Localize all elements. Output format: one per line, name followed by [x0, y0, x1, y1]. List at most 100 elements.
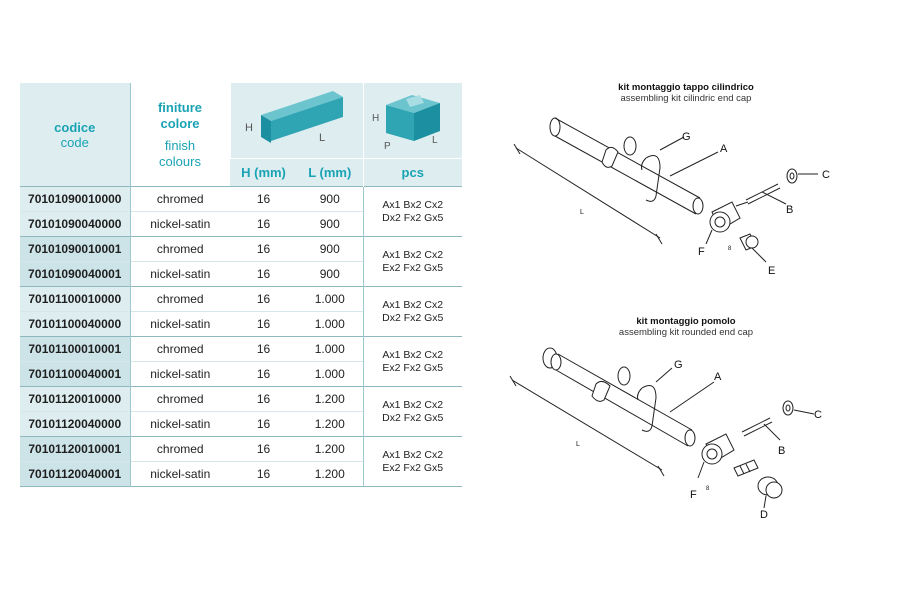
- row-l: 1.200: [297, 461, 363, 487]
- table-row: 70101100010000 chromed 16 1.000 Ax1 Bx2 …: [20, 286, 462, 337]
- row-l: 1.000: [297, 286, 363, 312]
- row-finish: nickel-satin: [129, 411, 230, 437]
- h-unit-header: H (mm): [230, 158, 297, 187]
- row-l: 900: [297, 261, 363, 287]
- row-code: 70101120040001: [20, 461, 130, 487]
- row-l: 900: [297, 236, 363, 262]
- kit2-label-8: 8: [706, 486, 710, 492]
- kit2-label-l: L: [576, 441, 580, 448]
- row-finish: chromed: [129, 236, 230, 262]
- table-row: 70101120010001 chromed 16 1.200 Ax1 Bx2 …: [20, 436, 462, 487]
- row-h: 16: [230, 261, 297, 287]
- finish-header: finiture colore finish colours: [129, 83, 230, 187]
- row-l: 1.200: [297, 386, 363, 412]
- table-row: 70101090040001 nickel-satin 16 900: [20, 261, 462, 287]
- kit1-diagram: G A C B F E L 8: [513, 117, 830, 277]
- row-l: 1.200: [297, 436, 363, 462]
- row-h: 16: [230, 461, 297, 487]
- img2-p-label: P: [384, 141, 391, 152]
- finish-header-en: finish colours: [159, 137, 201, 169]
- table-row: 70101120040001 nickel-satin 16 1.200: [20, 461, 462, 487]
- profile-illustration: H L: [229, 83, 363, 159]
- row-finish: nickel-satin: [129, 361, 230, 387]
- table-row: 70101100040000 nickel-satin 16 1.000: [20, 311, 462, 337]
- row-l: 1.000: [297, 311, 363, 337]
- kit2-label-a: A: [714, 371, 722, 383]
- kit1-title-it: kit montaggio tappo cilindrico: [618, 82, 754, 93]
- row-code: 70101120010000: [20, 386, 130, 412]
- table-row: 70101090040000 nickel-satin 16 900: [20, 211, 462, 237]
- table-row: 70101120040000 nickel-satin 16 1.200: [20, 411, 462, 437]
- kit2-label-g: G: [674, 359, 683, 371]
- kit1-label-e: E: [768, 265, 775, 277]
- box-icon: H P L: [372, 95, 440, 152]
- kit1-title-en: assembling kit cilindric end cap: [620, 93, 752, 104]
- table-row: 70101100010001 chromed 16 1.000 Ax1 Bx2 …: [20, 336, 462, 387]
- row-finish: chromed: [129, 336, 230, 362]
- row-code: 70101090040000: [20, 211, 130, 237]
- kit2-label-d: D: [760, 509, 768, 521]
- pcs-header: pcs: [362, 158, 462, 187]
- row-code: 70101100010001: [20, 336, 130, 362]
- row-finish: nickel-satin: [129, 311, 230, 337]
- row-l: 1.200: [297, 411, 363, 437]
- kit2-title-en: assembling kit rounded end cap: [618, 327, 754, 338]
- row-h: 16: [230, 311, 297, 337]
- row-finish: nickel-satin: [129, 461, 230, 487]
- kit1-label-c: C: [822, 169, 830, 181]
- code-header: codice code: [20, 83, 130, 187]
- row-code: 70101090040001: [20, 261, 130, 287]
- kit1-label-8: 8: [728, 246, 732, 252]
- finish-header-it: finiture colore: [157, 99, 203, 131]
- row-h: 16: [230, 236, 297, 262]
- row-finish: chromed: [129, 386, 230, 412]
- row-h: 16: [230, 286, 297, 312]
- product-table: codice code finiture colore finish colou…: [20, 83, 462, 487]
- row-h: 16: [230, 411, 297, 437]
- row-h: 16: [230, 211, 297, 237]
- row-code: 70101100040000: [20, 311, 130, 337]
- kit2-label-c: C: [814, 409, 822, 421]
- row-l: 900: [297, 211, 363, 237]
- row-h: 16: [230, 186, 297, 212]
- code-header-it: codice: [54, 119, 96, 135]
- kit1-title: kit montaggio tappo cilindrico assemblin…: [556, 82, 816, 104]
- kit2-label-f: F: [690, 489, 697, 501]
- img1-h-label: H: [245, 122, 253, 134]
- img2-h-label: H: [372, 113, 379, 124]
- kit1-label-f: F: [698, 246, 705, 258]
- kit2-title-it: kit montaggio pomolo: [636, 316, 736, 327]
- row-finish: chromed: [129, 436, 230, 462]
- profile-icon: H L: [245, 91, 343, 144]
- row-finish: chromed: [129, 186, 230, 212]
- row-l: 1.000: [297, 336, 363, 362]
- l-unit-header: L (mm): [297, 158, 363, 187]
- img1-l-label: L: [319, 132, 325, 144]
- row-code: 70101090010001: [20, 236, 130, 262]
- kit2-title: kit montaggio pomolo assembling kit roun…: [556, 316, 816, 338]
- row-finish: nickel-satin: [129, 211, 230, 237]
- row-finish: chromed: [129, 286, 230, 312]
- table-row: 70101100040001 nickel-satin 16 1.000: [20, 361, 462, 387]
- kit1-label-a: A: [720, 143, 728, 155]
- kit1-label-b: B: [786, 204, 793, 216]
- img2-l-label: L: [432, 135, 438, 146]
- row-code: 70101120040000: [20, 411, 130, 437]
- box-illustration: H P L: [362, 83, 462, 159]
- row-h: 16: [230, 436, 297, 462]
- kit1-label-l: L: [580, 209, 584, 216]
- row-code: 70101090010000: [20, 186, 130, 212]
- row-code: 70101100010000: [20, 286, 130, 312]
- row-h: 16: [230, 336, 297, 362]
- row-code: 70101120010001: [20, 436, 130, 462]
- kit1-label-g: G: [682, 131, 691, 143]
- kit2-label-b: B: [778, 445, 785, 457]
- row-code: 70101100040001: [20, 361, 130, 387]
- table-row: 70101120010000 chromed 16 1.200 Ax1 Bx2 …: [20, 386, 462, 437]
